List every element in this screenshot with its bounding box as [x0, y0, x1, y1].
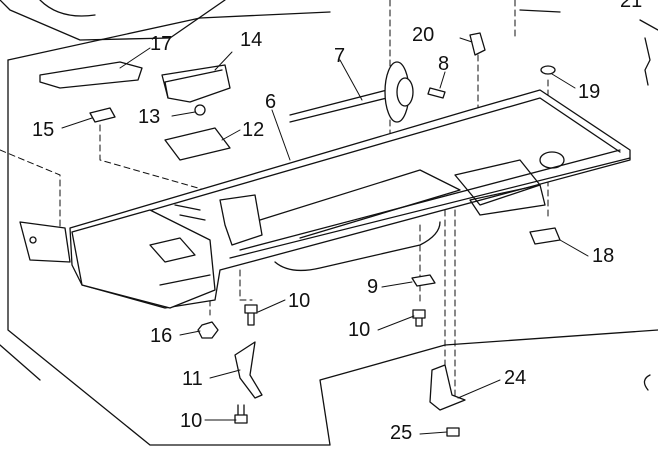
leader-8: [439, 71, 446, 89]
leader-15: [61, 117, 93, 129]
callout-16: 16: [150, 325, 173, 347]
callout-15: 15: [32, 119, 55, 141]
screw-10b: [412, 309, 426, 327]
feed-mechanism-detail: [174, 204, 206, 221]
leader-11: [209, 369, 241, 379]
callout-10b: 10: [348, 319, 371, 341]
base-plate-rim: [99, 97, 621, 226]
screw-10c: [234, 404, 248, 424]
screw-25: [446, 427, 460, 437]
base-plate-right-pocket: [469, 184, 546, 216]
frame-outline-bottom-left: [0, 344, 41, 381]
leader-17: [119, 47, 151, 69]
leader-24: [457, 379, 501, 399]
bracket-18: [529, 227, 561, 245]
callout-12: 12: [242, 119, 265, 141]
callout-18: 18: [592, 245, 615, 267]
callout-8: 8: [438, 53, 450, 75]
callout-7: 7: [334, 45, 346, 67]
frame-outline-top-left-inner: [39, 0, 96, 17]
callout-6: 6: [265, 91, 277, 113]
leader-19: [551, 73, 576, 89]
cover-17: [39, 61, 143, 89]
leader-9: [381, 281, 413, 288]
left-bracket-hole: [29, 236, 37, 244]
plate-9: [411, 274, 436, 287]
callout-17: 17: [150, 33, 173, 55]
callout-9: 9: [367, 276, 379, 298]
dashed-line-upper-left: [0, 149, 61, 231]
leader-13: [171, 111, 196, 117]
bracket-15: [89, 107, 116, 123]
leader-16: [179, 330, 201, 336]
part-21: [644, 37, 651, 86]
leader-10a: [257, 299, 286, 313]
shaft-7: [289, 87, 396, 123]
callout-10a: 10: [288, 290, 311, 312]
callout-14: 14: [240, 29, 263, 51]
frame-outline-top-left: [0, 0, 226, 41]
base-plate-inner-wall: [259, 169, 461, 239]
callout-20: 20: [412, 24, 435, 46]
nut-16: [197, 321, 219, 339]
leader-10b: [377, 315, 415, 331]
front-block: [71, 209, 216, 309]
screw-19: [540, 65, 556, 75]
screw-13: [194, 104, 206, 116]
cover-14-face: [164, 69, 223, 99]
callout-25: 25: [390, 422, 413, 444]
leader-14: [214, 51, 233, 71]
feed-mechanism: [219, 194, 263, 246]
bracket-24: [429, 364, 466, 411]
leader-7: [339, 59, 363, 101]
callout-21: 21: [620, 0, 643, 12]
pulley-7-hub: [396, 77, 414, 107]
bracket-11: [234, 341, 263, 399]
base-plate-lower-body: [274, 221, 441, 272]
clip-20: [469, 32, 486, 56]
callout-24: 24: [504, 367, 527, 389]
callout-10c: 10: [180, 410, 203, 432]
frame-outline-left: [7, 59, 658, 446]
front-block-edge: [159, 274, 211, 286]
frame-outline-right-stub: [643, 374, 651, 391]
callout-11: 11: [182, 368, 203, 390]
left-bracket: [19, 221, 71, 263]
base-plate-channel: [229, 149, 631, 259]
callout-19: 19: [578, 81, 601, 103]
dashed-line-10a: [239, 269, 253, 301]
screw-10a: [244, 304, 258, 326]
leader-25: [419, 431, 448, 435]
frame-outline-main: [7, 9, 658, 61]
leader-6: [271, 109, 291, 161]
base-plate-round-hole: [539, 151, 565, 169]
callout-13: 13: [138, 106, 161, 128]
dashed-line-15: [99, 124, 241, 201]
leader-18: [559, 239, 589, 257]
pin-8: [427, 87, 446, 99]
front-block-slot: [149, 237, 196, 263]
plate-12: [164, 127, 231, 161]
leader-20: [459, 37, 473, 43]
leader-12: [221, 129, 241, 141]
